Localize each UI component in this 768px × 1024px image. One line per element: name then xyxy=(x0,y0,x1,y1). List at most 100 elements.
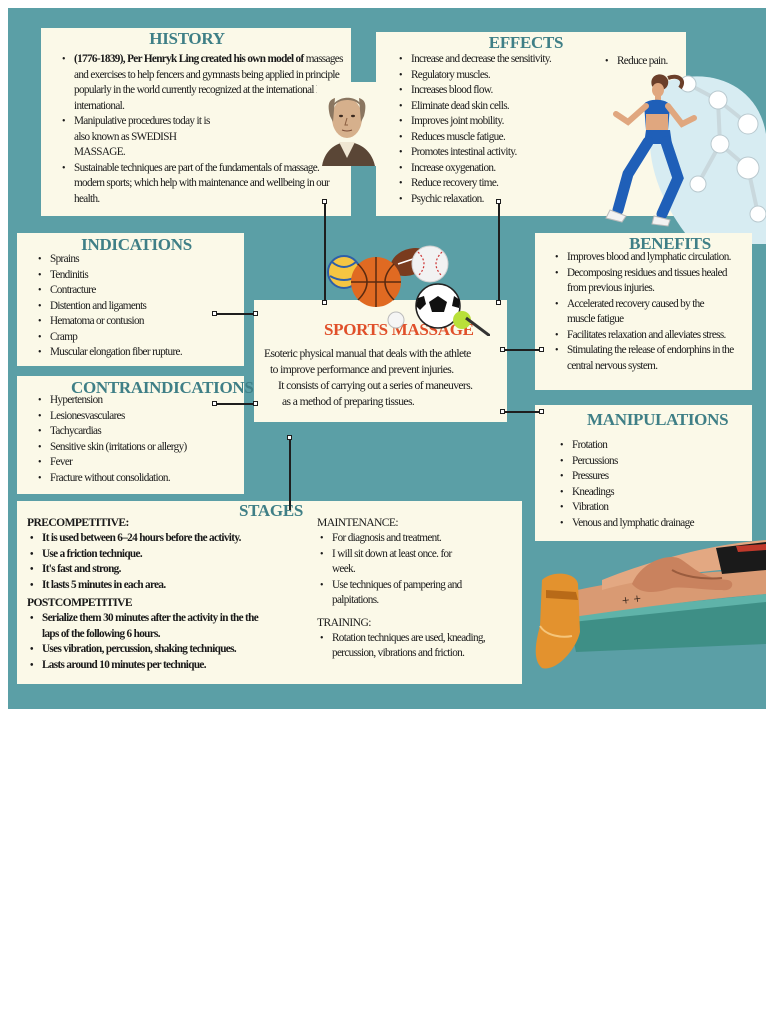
connector-node xyxy=(212,311,217,316)
contraindications-item: Sensitive skin (irritations or allergy) xyxy=(38,440,244,456)
manipulations-box: MANIPULATIONS Frotation Percussions Pres… xyxy=(535,405,752,541)
history-title: HISTORY xyxy=(149,29,225,48)
indications-item: Sprains xyxy=(38,252,238,268)
manipulations-item: Venous and lymphatic drainage xyxy=(560,516,752,532)
history-box: HISTORY (1776-1839), Per Henryk Ling cre… xyxy=(41,28,377,216)
contraindications-item: Fracture without consolidation. xyxy=(38,471,244,487)
maintenance-item: For diagnosis and treatment. xyxy=(320,531,487,547)
indications-item: Muscular elongation fiber rupture. xyxy=(38,345,238,361)
effects-item: Improves joint mobility. xyxy=(399,114,601,130)
precompetitive-list: It is used between 6–24 hours before the… xyxy=(27,531,267,593)
connector-manipulations xyxy=(502,411,542,413)
benefits-item: Facilitates relaxation and alleviates st… xyxy=(555,328,748,344)
connector-node xyxy=(500,347,505,352)
stages-maintenance: MAINTENANCE: For diagnosis and treatment… xyxy=(317,515,487,662)
effects-item: Regulatory muscles. xyxy=(399,68,601,84)
connector-node xyxy=(253,401,258,406)
connector-node xyxy=(322,300,327,305)
effects-item: Reduces muscle fatigue. xyxy=(399,130,601,146)
manipulations-title: MANIPULATIONS xyxy=(587,410,729,429)
contraindications-list: Hypertension Lesionesvasculares Tachycar… xyxy=(35,393,244,486)
manipulations-item: Percussions xyxy=(560,454,752,470)
leg-massage-illustration: + + xyxy=(535,540,766,669)
contraindications-box: CONTRAINDICATIONS Hypertension Lesionesv… xyxy=(17,376,254,494)
effects-item: Increase and decrease the sensitivity. xyxy=(399,52,601,68)
precompetitive-heading: PRECOMPETITIVE: xyxy=(27,516,129,529)
effects-item: Eliminate dead skin cells. xyxy=(399,99,601,115)
sports-balls-illustration xyxy=(327,245,490,336)
training-item: Rotation techniques are used, kneading, … xyxy=(320,631,487,662)
connector-benefits xyxy=(502,349,542,351)
precompetitive-item: It is used between 6–24 hours before the… xyxy=(30,531,267,547)
connector-node xyxy=(539,409,544,414)
indications-item: Hematoma or contusion xyxy=(38,314,238,330)
manipulations-item: Pressures xyxy=(560,469,752,485)
effects-item: Increase oxygenation. xyxy=(399,161,601,177)
per-henryk-ling-portrait xyxy=(317,82,377,166)
connector-node xyxy=(496,300,501,305)
stages-box: STAGES PRECOMPETITIVE: It is used betwee… xyxy=(17,501,522,684)
benefits-box: BENEFITS Improves blood and lymphatic ci… xyxy=(535,233,752,390)
benefits-title: BENEFITS xyxy=(629,234,711,253)
benefits-item: Accelerated recovery caused by the muscl… xyxy=(555,297,727,328)
effects-item: Psychic relaxation. xyxy=(399,192,601,208)
manipulations-item: Kneadings xyxy=(560,485,752,501)
poster-background: HISTORY (1776-1839), Per Henryk Ling cre… xyxy=(8,8,766,709)
precompetitive-item: It's fast and strong. xyxy=(30,562,267,578)
manipulations-item: Frotation xyxy=(560,438,752,454)
effects-list: Increase and decrease the sensitivity. R… xyxy=(396,52,601,207)
contraindications-item: Lesionesvasculares xyxy=(38,409,244,425)
indications-item: Cramp xyxy=(38,330,238,346)
contraindications-item: Hypertension xyxy=(38,393,244,409)
benefits-item: Improves blood and lymphatic circulation… xyxy=(555,250,748,266)
sports-massage-line: as a method of preparing tissues. xyxy=(282,395,415,408)
training-heading: TRAINING: xyxy=(317,615,371,629)
effects-item: Increases blood flow. xyxy=(399,83,601,99)
sports-massage-line: Esoteric physical manual that deals with… xyxy=(264,347,471,360)
connector-node xyxy=(212,401,217,406)
benefits-item: Decomposing residues and tissues healed … xyxy=(555,266,727,297)
sports-massage-line: It consists of carrying out a series of … xyxy=(278,379,473,392)
maintenance-heading: MAINTENANCE: xyxy=(317,516,399,529)
sports-massage-line: to improve performance and prevent injur… xyxy=(270,363,454,376)
postcompetitive-list: Serialize them 30 minutes after the acti… xyxy=(27,611,267,673)
postcompetitive-heading: POSTCOMPETITIVE xyxy=(27,596,133,609)
manipulations-item: Vibration xyxy=(560,500,752,516)
connector-history xyxy=(324,202,326,304)
contraindications-item: Fever xyxy=(38,455,244,471)
effects-extra-list: Reduce pain. xyxy=(602,54,668,70)
connector-effects xyxy=(498,202,500,304)
effects-item: Reduce pain. xyxy=(605,54,668,70)
history-item: Sustainable techniques are part of the f… xyxy=(62,161,344,208)
manipulations-list: Frotation Percussions Pressures Kneading… xyxy=(557,438,752,531)
connector-node xyxy=(500,409,505,414)
postcompetitive-item: Serialize them 30 minutes after the acti… xyxy=(30,611,262,642)
connector-node xyxy=(496,199,501,204)
precompetitive-item: It lasts 5 minutes in each area. xyxy=(30,578,267,594)
effects-box: EFFECTS Increase and decrease the sensit… xyxy=(376,32,686,216)
effects-title: EFFECTS xyxy=(488,33,564,52)
effects-item: Promotes intestinal activity. xyxy=(399,145,601,161)
contraindications-item: Tachycardias xyxy=(38,424,244,440)
connector-node xyxy=(539,347,544,352)
indications-item: Contracture xyxy=(38,283,238,299)
postcompetitive-item: Uses vibration, percussion, shaking tech… xyxy=(30,642,267,658)
connector-node xyxy=(253,311,258,316)
svg-text:+ +: + + xyxy=(621,593,642,607)
connector-node xyxy=(287,435,292,440)
stages-precompetitive: PRECOMPETITIVE: It is used between 6–24 … xyxy=(27,515,267,673)
history-item: Manipulative procedures today it is also… xyxy=(62,114,224,161)
maintenance-item: I will sit down at least once. for week. xyxy=(320,547,452,578)
runner-molecule-illustration xyxy=(605,74,766,244)
maintenance-item: Use techniques of pampering and palpitat… xyxy=(320,578,482,609)
indications-title: INDICATIONS xyxy=(81,235,192,254)
postcompetitive-item: Lasts around 10 minutes per technique. xyxy=(30,658,267,674)
benefits-item: Stimulating the release of endorphins in… xyxy=(555,343,748,374)
connector-node xyxy=(322,199,327,204)
maintenance-list: For diagnosis and treatment. I will sit … xyxy=(317,531,487,609)
connector-stages xyxy=(289,438,291,510)
indications-item: Tendinitis xyxy=(38,268,238,284)
indications-list: Sprains Tendinitis Contracture Distentio… xyxy=(35,252,238,361)
precompetitive-item: Use a friction technique. xyxy=(30,547,267,563)
effects-item: Reduce recovery time. xyxy=(399,176,601,192)
